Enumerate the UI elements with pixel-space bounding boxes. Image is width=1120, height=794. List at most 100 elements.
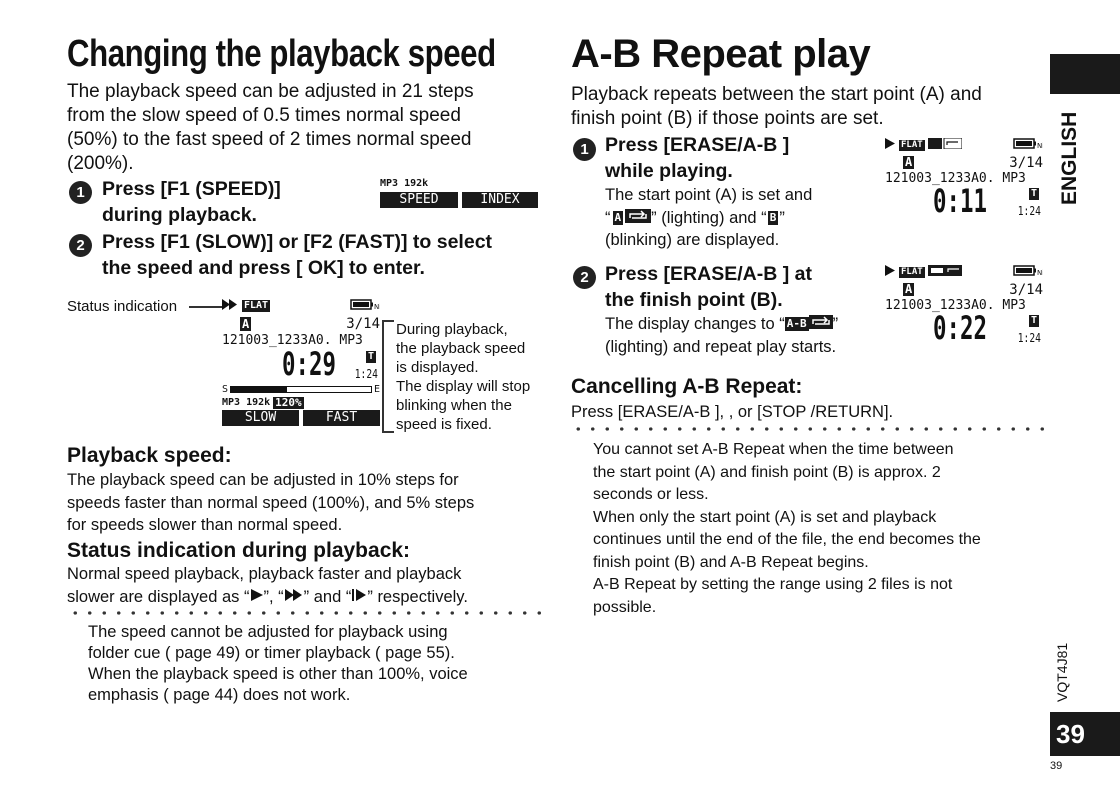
ab-display-finish: FLAT Ni A 3/14 121003_1233A0. MP3 0:22 T… (885, 263, 1044, 353)
intro-line: finish point (B) if those points are set… (571, 108, 884, 129)
icon-ab-lit: A-B (784, 317, 809, 332)
callout-line: The display will stop (396, 378, 531, 395)
track-count: 3/14 (1009, 154, 1043, 171)
text-part: “ (605, 208, 611, 227)
folder-mode: A (903, 282, 915, 296)
left-title: Changing the playback speed (67, 33, 496, 75)
text-part: ” (832, 315, 839, 333)
eq-badge: FLAT (242, 299, 271, 312)
right-title: A-B Repeat play (571, 32, 871, 76)
softkey-speed: SPEED (380, 192, 458, 208)
file-name: 121003_1233A0. MP3 (885, 171, 1026, 186)
intro-line: from the slow speed of 0.5 times normal … (67, 105, 461, 126)
callout-line: blinking when the (396, 397, 512, 414)
elapsed-time: 0:11 (933, 182, 987, 220)
file-name: 121003_1233A0. MP3 (885, 298, 1026, 313)
step-line: during playback. (102, 204, 257, 226)
battery-icon: Ni (350, 297, 381, 315)
note-line: seconds or less. (593, 486, 709, 503)
ab-status-icon (927, 136, 963, 154)
folder-mode: A (240, 317, 252, 331)
left-step2-text: Press [F1 (SLOW)] or [F2 (FAST)] to sele… (102, 229, 492, 281)
step-number-2: 2 (573, 266, 596, 289)
note-line: finish point (B) and A-B Repeat begins. (593, 553, 869, 571)
ab-display-start: FLAT Ni A 3/14 121003_1233A0. MP3 0:11 T… (885, 136, 1044, 224)
playback-display: FLAT Ni A 3/14 121003_1233A0. MP3 0:29 T… (222, 297, 381, 438)
right-step1-text: Press [ERASE/A-B ] while playing. (605, 132, 789, 184)
icon-b-blink: B (767, 210, 779, 225)
callout-line: speed is fixed. (396, 416, 492, 433)
step-line: the finish point (B). (605, 289, 783, 311)
note-line: You cannot set A-B Repeat when the time … (593, 441, 954, 458)
left-step1-text: Press [F1 (SPEED)] during playback. (102, 176, 281, 228)
callout-line: During playback, (396, 321, 508, 338)
text-part: ” (779, 208, 785, 227)
sub-line: (blinking) are displayed. (605, 231, 780, 249)
step-line: the speed and press [ OK] to enter. (102, 257, 425, 279)
marker-t: T (365, 351, 376, 363)
cancel-text: Press [ERASE/A-B ], , or [STOP /RETURN]. (571, 403, 894, 421)
thumb-tab (1050, 54, 1120, 94)
intro-line: Playback repeats between the start point… (571, 84, 982, 105)
softkey-slow: SLOW (222, 410, 299, 426)
cancel-heading: Cancelling A-B Repeat: (571, 375, 803, 398)
note-line: continues until the end of the file, the… (593, 531, 981, 548)
text-line: Normal speed playback, playback faster a… (67, 565, 462, 583)
play-icon (250, 586, 264, 609)
model-code: VQT4J81 (1054, 642, 1070, 702)
fast-forward-icon (222, 297, 238, 315)
step-line: Press [ERASE/A-B ] at (605, 263, 812, 285)
status-heading: Status indication during playback: (67, 539, 411, 562)
bitrate: MP3 192k (222, 397, 271, 408)
step-number-1: 1 (69, 181, 92, 204)
progress-fill (231, 387, 287, 392)
speed-softkey-display: MP3 192k SPEED INDEX (380, 178, 540, 216)
marker-t: T (1028, 188, 1039, 200)
dotted-divider (68, 611, 544, 615)
eq-badge: FLAT (899, 139, 925, 151)
right-step2-text: Press [ERASE/A-B ] at the finish point (… (605, 261, 812, 313)
callout-bracket (382, 320, 384, 432)
status-text: Normal speed playback, playback faster a… (67, 563, 547, 608)
right-step1-sub: The start point (A) is set and “ A ” (li… (605, 184, 880, 252)
marker-t: T (1028, 315, 1039, 327)
text-part: ” (lighting) and “ (651, 208, 767, 227)
note-line: emphasis ( page 44) does not work. (88, 686, 351, 704)
svg-text:Ni: Ni (374, 303, 380, 310)
text-part: slower are displayed as “ (67, 587, 250, 606)
sub-line: The start point (A) is set and (605, 186, 813, 204)
intro-line: The playback speed can be adjusted in 21… (67, 81, 474, 102)
right-step2-sub: The display changes to “ A-B ” (lighting… (605, 313, 880, 358)
note-line: The speed cannot be adjusted for playbac… (88, 623, 448, 641)
callout-line: the playback speed (396, 340, 526, 357)
callout-tick (382, 431, 394, 433)
elapsed-time: 0:29 (282, 345, 336, 383)
right-intro: Playback repeats between the start point… (571, 83, 1051, 131)
slow-play-icon (351, 586, 367, 609)
remaining-time: 1:24 (1017, 204, 1041, 218)
intro-line: (50%) to the fast speed of 2 times norma… (67, 129, 472, 150)
elapsed-time: 0:22 (933, 309, 987, 347)
step-number-2: 2 (69, 234, 92, 257)
text-part: The display changes to “ (605, 315, 785, 333)
speed-value: 120% (273, 395, 304, 409)
battery-icon: Ni (1013, 263, 1044, 281)
eq-badge: FLAT (899, 266, 925, 278)
progress-bar (230, 386, 372, 393)
playback-speed-text: The playback speed can be adjusted in 10… (67, 469, 547, 537)
bar-end: E (373, 384, 380, 395)
left-notes: The speed cannot be adjusted for playbac… (88, 622, 548, 706)
icon-a-lit: A (612, 210, 624, 225)
note-line: possible. (593, 598, 657, 616)
remaining-time: 1:24 (1017, 331, 1041, 345)
track-count: 3/14 (1009, 281, 1043, 298)
repeat-icon (808, 313, 833, 336)
file-name: 121003_1233A0. MP3 (222, 333, 363, 348)
remaining-time: 1:24 (354, 367, 378, 381)
status-indication-label: Status indication (67, 298, 178, 315)
text-line: The playback speed can be adjusted in 10… (67, 471, 459, 489)
step-line: Press [F1 (SLOW)] or [F2 (FAST)] to sele… (102, 231, 493, 253)
step-line: Press [F1 (SPEED)] (102, 178, 281, 200)
step-line: while playing. (605, 160, 733, 182)
folder-mode: A (903, 155, 915, 169)
